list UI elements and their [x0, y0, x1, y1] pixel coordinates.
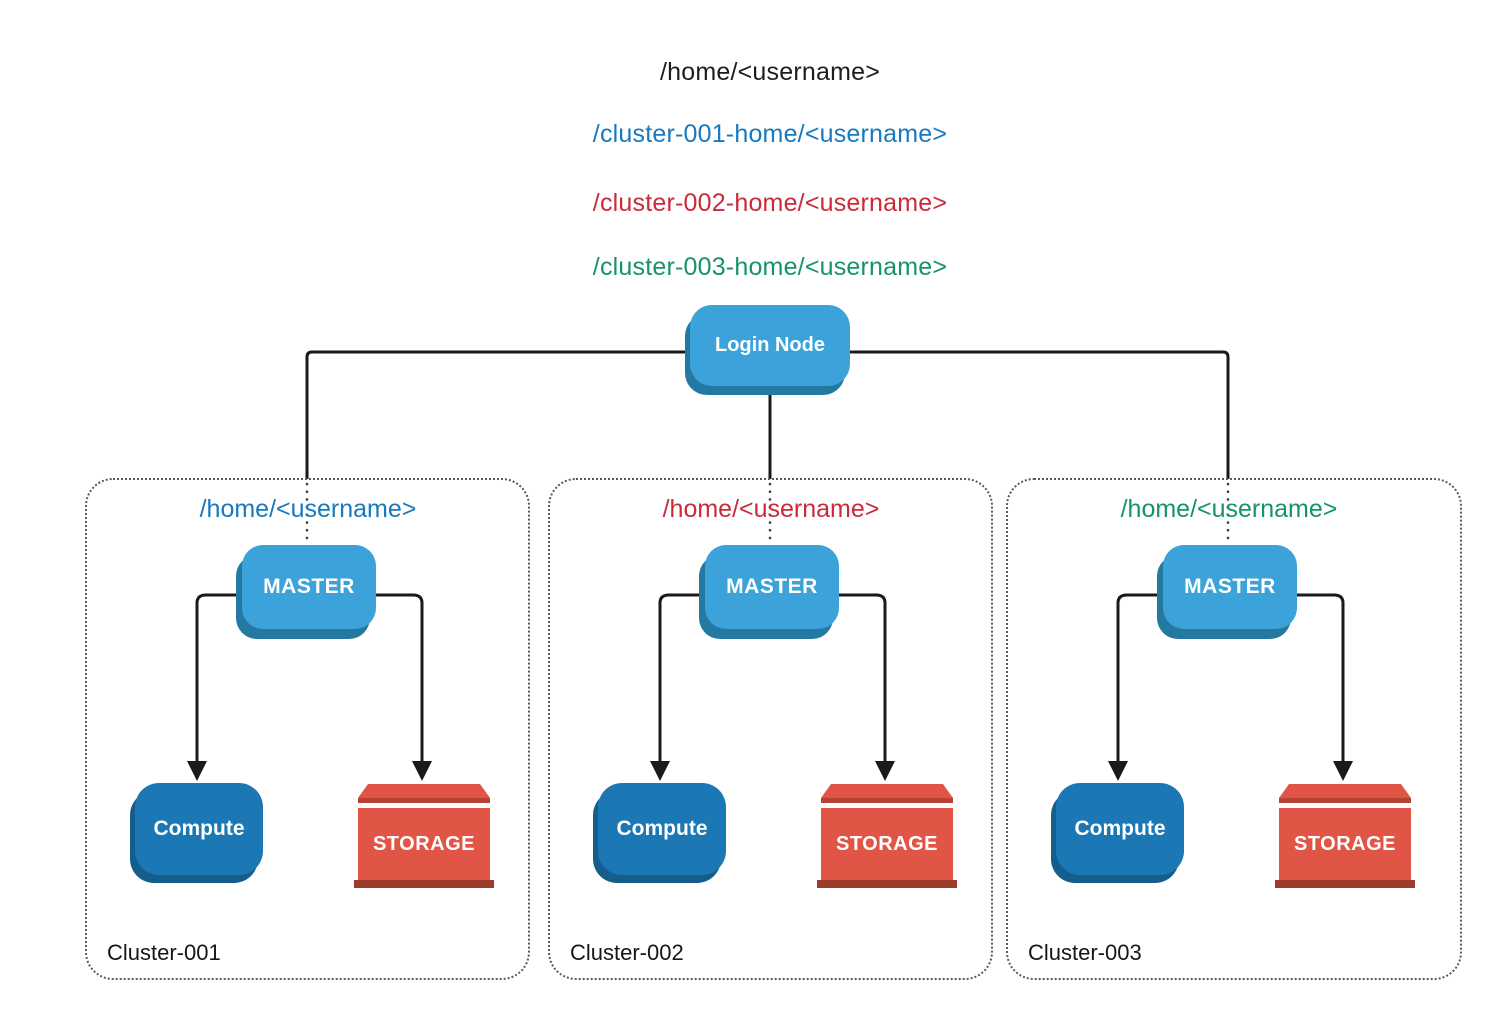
- arrow-down-icon: [1108, 761, 1128, 781]
- cluster-name-label: Cluster-003: [1028, 940, 1142, 965]
- arrow-down-icon: [650, 761, 670, 781]
- storage-node: STORAGE: [817, 784, 957, 888]
- storage-node: STORAGE: [1275, 784, 1415, 888]
- login-node-label: Login Node: [715, 334, 825, 356]
- home-path-cluster-001: /cluster-001-home/<username>: [592, 120, 948, 148]
- storage-lid-edge: [1279, 798, 1411, 803]
- cluster-home-path: /home/<username>: [199, 495, 417, 523]
- dotted-drop-connectors: [305, 482, 1230, 545]
- arrow-down-icon: [875, 761, 895, 781]
- storage-node-label: STORAGE: [372, 832, 476, 855]
- storage-lid-edge: [821, 798, 953, 803]
- arrow-down-icon: [187, 761, 207, 781]
- compute-node-label: Compute: [153, 817, 245, 840]
- cluster-name-label: Cluster-002: [570, 940, 684, 965]
- cluster-002-box: /home/<username> MASTER Compute STORAGE …: [548, 478, 993, 980]
- storage-body: STORAGE: [1279, 808, 1411, 880]
- arrowheads: [187, 761, 1353, 781]
- storage-lid: [1279, 784, 1411, 798]
- master-node-label: MASTER: [1184, 575, 1276, 598]
- home-path-cluster-003: /cluster-003-home/<username>: [592, 253, 948, 281]
- master-node-label: MASTER: [263, 575, 355, 598]
- compute-node-label: Compute: [616, 817, 708, 840]
- storage-node-label: STORAGE: [1293, 832, 1397, 855]
- arrow-down-icon: [1333, 761, 1353, 781]
- storage-base: [817, 880, 957, 888]
- arrow-down-icon: [412, 761, 432, 781]
- compute-node: Compute: [135, 783, 263, 875]
- storage-node: STORAGE: [354, 784, 494, 888]
- cluster-001-box: /home/<username> MASTER Compute STORAGE …: [85, 478, 530, 980]
- storage-body: STORAGE: [821, 808, 953, 880]
- master-node: MASTER: [242, 545, 376, 629]
- compute-node-label: Compute: [1074, 817, 1166, 840]
- storage-lid: [358, 784, 490, 798]
- master-node-label: MASTER: [726, 575, 818, 598]
- compute-node: Compute: [598, 783, 726, 875]
- storage-base: [354, 880, 494, 888]
- storage-body: STORAGE: [358, 808, 490, 880]
- compute-node: Compute: [1056, 783, 1184, 875]
- cluster-home-path: /home/<username>: [662, 495, 880, 523]
- cluster-home-path: /home/<username>: [1120, 495, 1338, 523]
- home-path-cluster-002: /cluster-002-home/<username>: [592, 189, 948, 217]
- storage-lid: [821, 784, 953, 798]
- cluster-name-label: Cluster-001: [107, 940, 221, 965]
- home-path-main: /home/<username>: [660, 58, 880, 86]
- master-node: MASTER: [1163, 545, 1297, 629]
- storage-node-label: STORAGE: [835, 832, 939, 855]
- master-node: MASTER: [705, 545, 839, 629]
- login-node: Login Node: [690, 305, 850, 386]
- storage-base: [1275, 880, 1415, 888]
- cluster-003-box: /home/<username> MASTER Compute STORAGE …: [1006, 478, 1462, 980]
- storage-lid-edge: [358, 798, 490, 803]
